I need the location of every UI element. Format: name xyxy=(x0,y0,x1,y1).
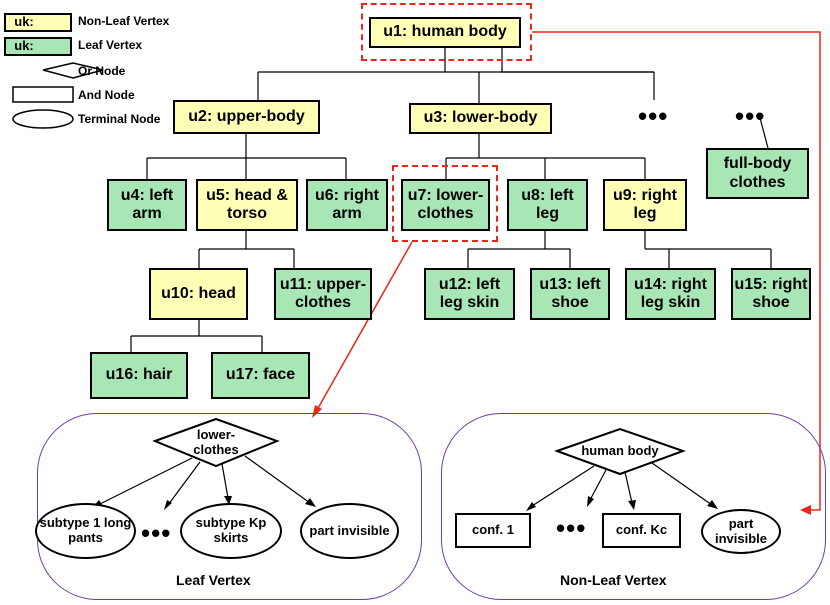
nonleaf-panel-graph xyxy=(526,427,718,511)
ellipsis-1: ••• xyxy=(638,101,669,131)
legend-terminal-label: Terminal Node xyxy=(78,112,161,126)
legend-or-label: Or Node xyxy=(78,64,126,78)
nonleaf-ellipsis: ••• xyxy=(556,513,587,543)
tree-edges xyxy=(130,48,772,352)
legend-leaf-label: Leaf Vertex xyxy=(78,38,143,52)
legend-nonleaf-key xyxy=(4,13,72,32)
ellipsis-2: ••• xyxy=(735,101,766,131)
legend-leaf-key xyxy=(4,37,72,56)
legend-and-label: And Node xyxy=(78,88,135,102)
leaf-ellipsis: ••• xyxy=(141,518,172,548)
legend-nonleaf-label: Non-Leaf Vertex xyxy=(78,14,170,28)
u1-highlight xyxy=(361,3,532,61)
nonleaf-panel-caption: Non-Leaf Vertex xyxy=(560,572,667,588)
highlight-arrows xyxy=(312,31,821,515)
legend-and-shape xyxy=(12,86,74,103)
legend-or-shape xyxy=(42,62,104,79)
u7-highlight xyxy=(392,165,498,242)
legend-terminal-shape xyxy=(12,109,74,129)
leaf-panel-caption: Leaf Vertex xyxy=(176,572,251,588)
nonleaf-vertex-panel xyxy=(441,413,826,600)
